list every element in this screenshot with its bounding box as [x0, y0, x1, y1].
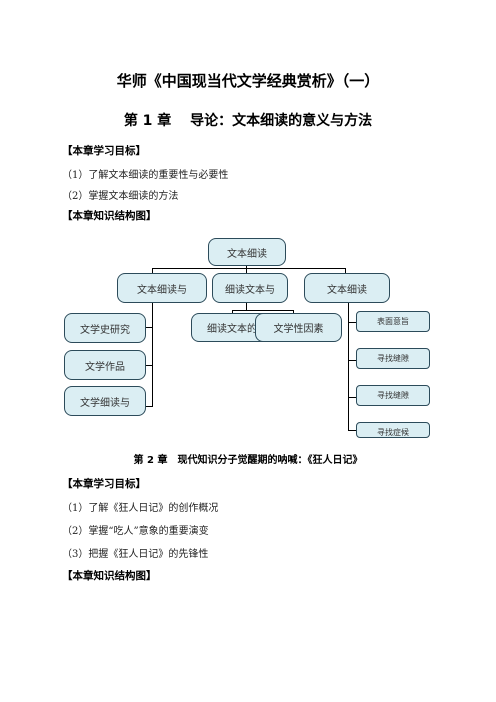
connector-middle-2	[293, 310, 294, 313]
chapter-2-structure-heading: 【本章知识结构图】	[62, 570, 157, 582]
node-left-3: 文学细读与	[64, 386, 146, 416]
chapter-1-goals-heading: 【本章学习目标】	[62, 145, 146, 157]
connector-to-right	[345, 268, 346, 273]
node-left-2: 文学作品	[64, 350, 146, 380]
chapter-1-structure-heading: 【本章知识结构图】	[62, 210, 157, 222]
connector-right-2	[348, 360, 356, 361]
connector-right-3	[348, 397, 356, 398]
node-level1-right: 文本细读	[304, 273, 390, 303]
connector-middle-1	[232, 310, 233, 313]
node-right-1: 表面意旨	[356, 311, 430, 332]
connector-middle-down	[246, 303, 247, 311]
node-level1-left: 文本细读与	[117, 273, 207, 303]
connector-left-1	[145, 327, 153, 328]
node-right-3: 寻找缝隙	[356, 385, 430, 406]
node-middle-2: 文学性因素	[255, 313, 342, 342]
connector-middle-bar	[232, 310, 294, 311]
chapter-2-goal-2: （2）掌握“吃人”意象的重要演变	[62, 526, 209, 537]
connector-right-4	[348, 430, 356, 431]
chapter-2-heading: 第 2 章 现代知识分子觉醒期的呐喊：《狂人日记》	[133, 455, 363, 466]
connector-level1-bar	[152, 268, 346, 269]
chapter-2-goal-3: （3）把握《狂人日记》的先锋性	[62, 549, 209, 560]
connector-right-vertical	[348, 303, 349, 431]
connector-to-middle	[246, 268, 247, 273]
document-title: 华师《中国现当代文学经典赏析》（一）	[116, 72, 380, 90]
node-left-1: 文学史研究	[64, 313, 146, 343]
node-root: 文本细读	[208, 238, 286, 266]
connector-root-down	[246, 265, 247, 269]
node-right-4: 寻找症候	[356, 422, 430, 438]
node-level1-middle: 细读文本与	[212, 273, 288, 303]
chapter-1-heading: 第 1 章 导论：文本细读的意义与方法	[123, 113, 373, 129]
chapter-1-goal-1: （1）了解文本细读的重要性与必要性	[62, 170, 229, 181]
chapter-2-goal-1: （1）了解《狂人日记》的创作概况	[62, 503, 219, 514]
connector-left-2	[145, 365, 153, 366]
connector-to-left	[152, 268, 153, 273]
chapter-1-goal-2: （2）掌握文本细读的方法	[62, 191, 179, 202]
node-right-2: 寻找缝隙	[356, 348, 430, 369]
connector-left-3	[145, 406, 153, 407]
connector-left-vertical	[152, 303, 153, 407]
connector-right-1	[348, 322, 356, 323]
chapter-2-goals-heading: 【本章学习目标】	[62, 478, 146, 490]
